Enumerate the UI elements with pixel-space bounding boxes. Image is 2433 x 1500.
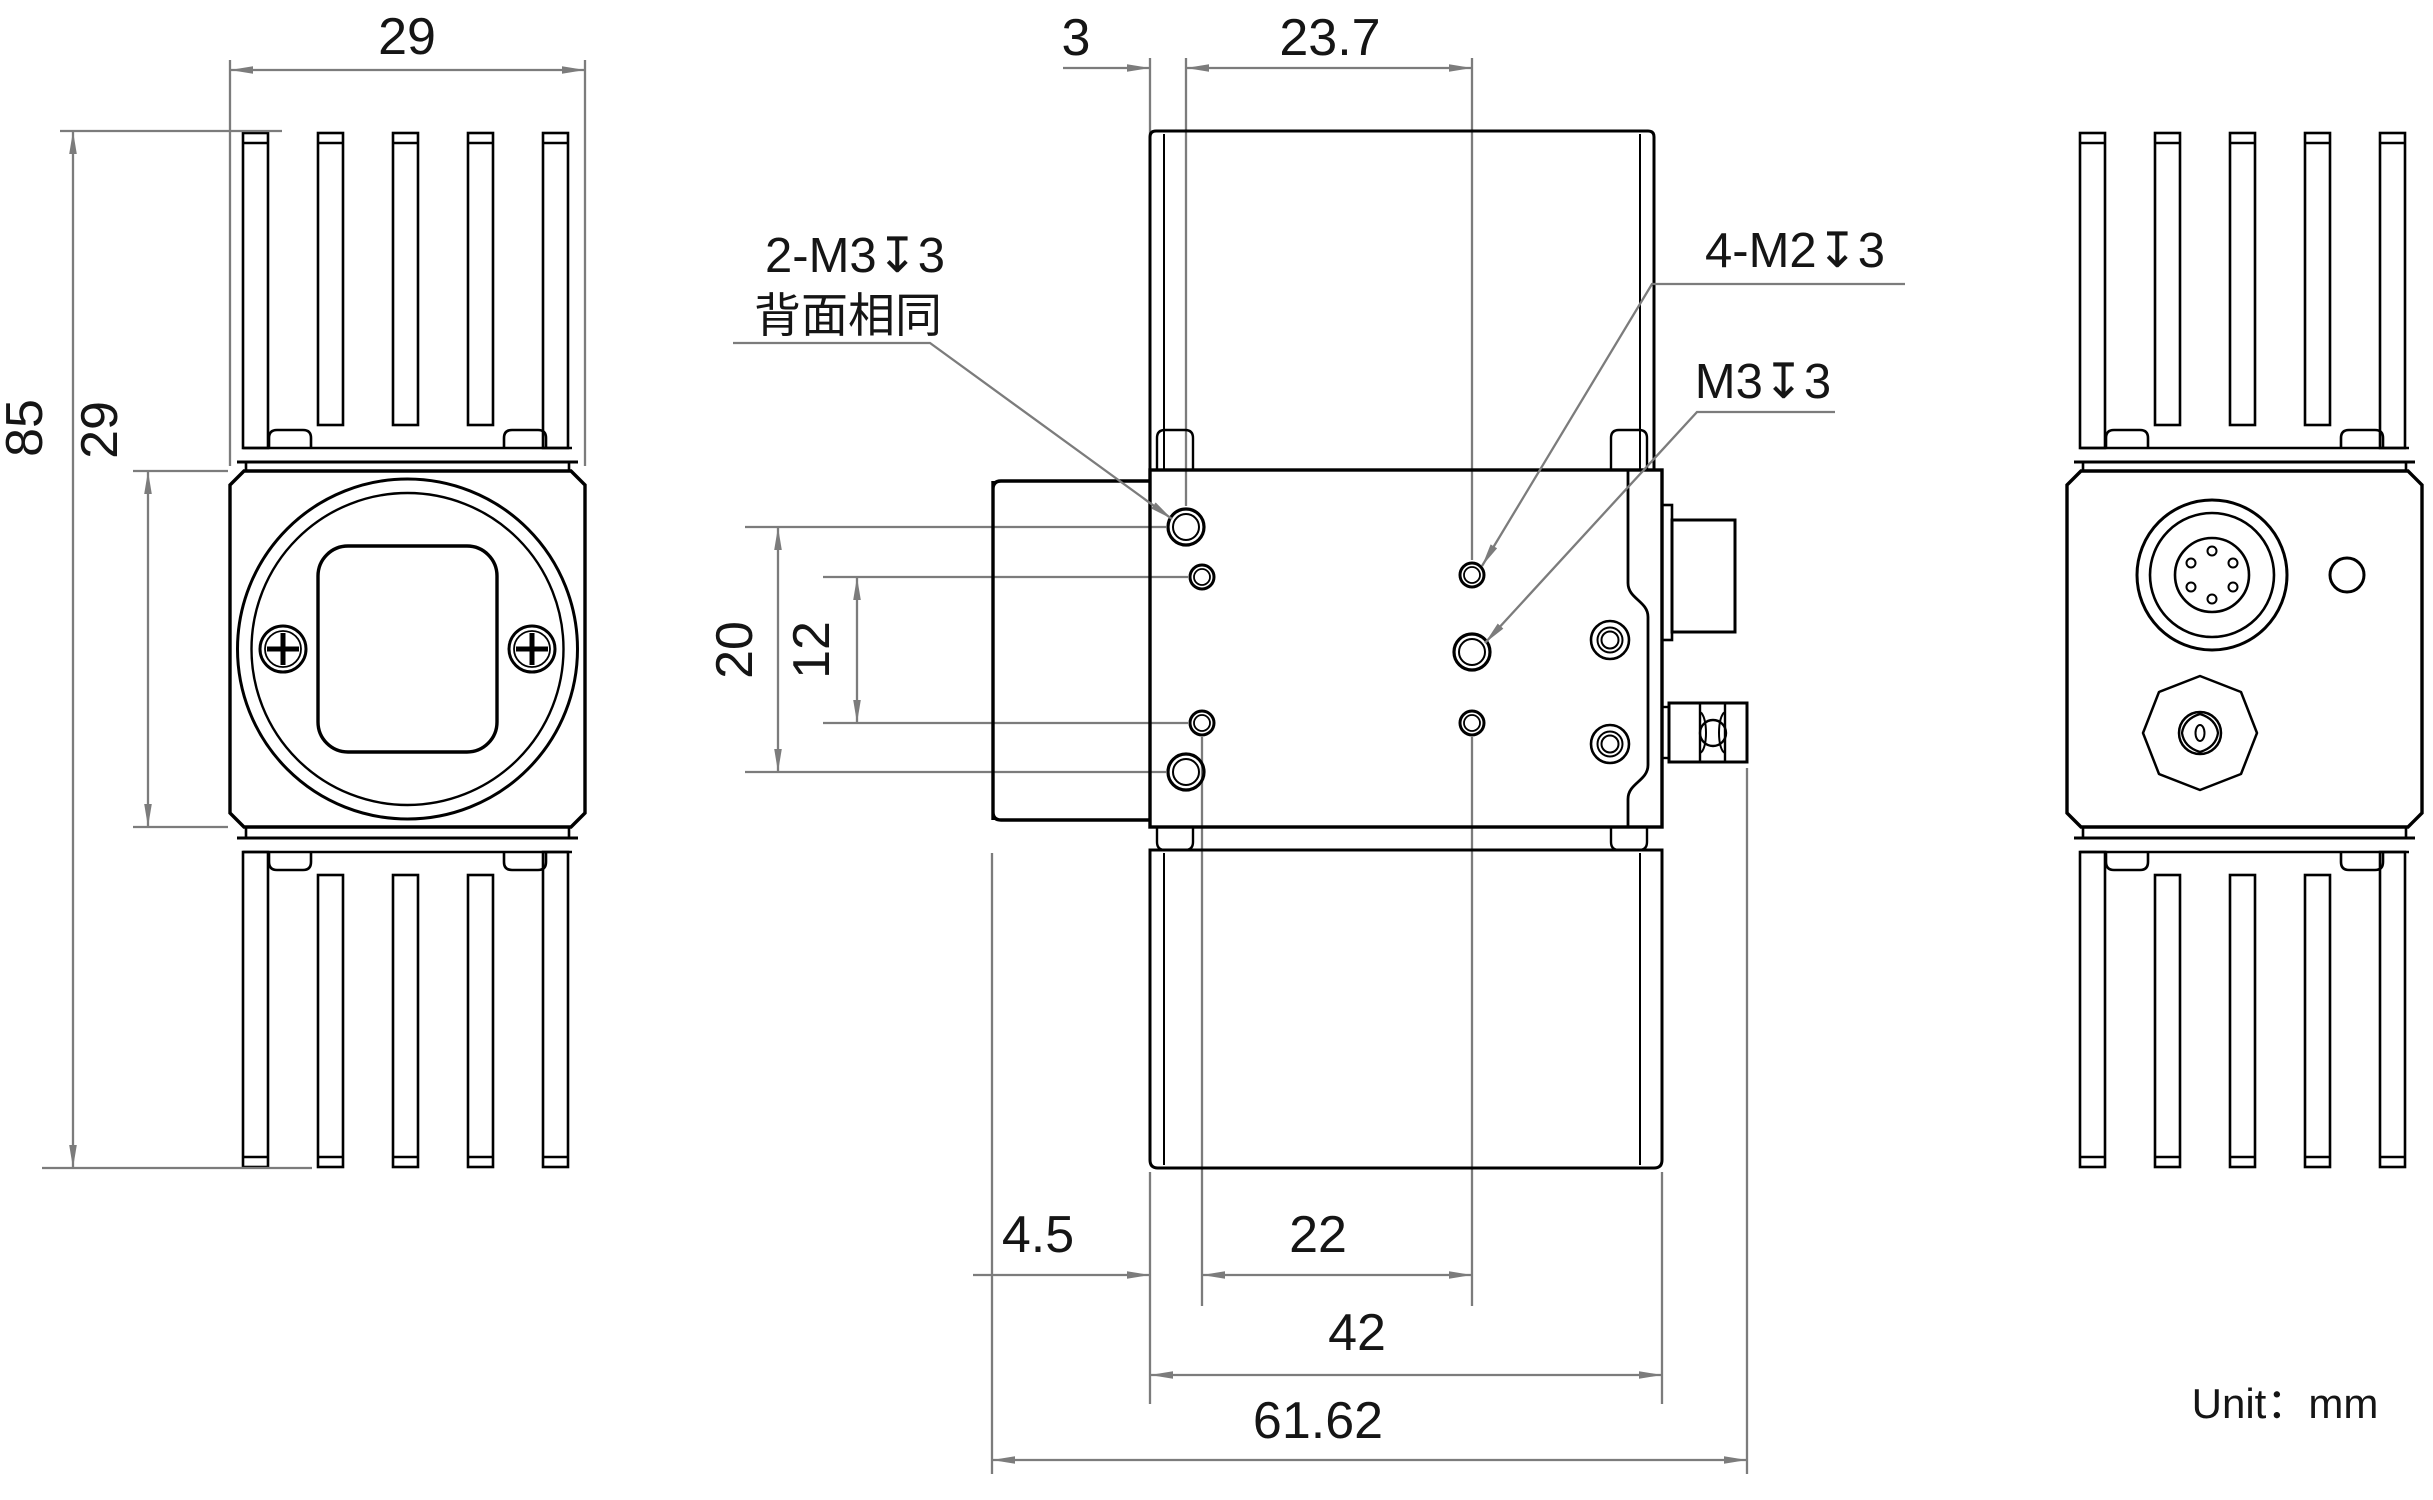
dim-front-offset: 4.5 — [1002, 1206, 1074, 1264]
side-view: 2-M3↧3 背面相同 4-M2↧3 M3↧3 3 23.7 20 12 4.5… — [706, 9, 1905, 1474]
mounting-holes — [1166, 507, 1492, 792]
side-labels: 2-M3↧3 背面相同 4-M2↧3 M3↧3 — [733, 224, 1905, 644]
dim-front-total-height: 85 — [0, 399, 54, 457]
lens-mount-outer-circle — [236, 477, 579, 821]
side-dimensions: 3 23.7 20 12 4.5 22 42 61.62 — [706, 9, 1747, 1464]
dim-m2-vertical-spacing: 12 — [783, 621, 841, 679]
rear-connector-side — [1660, 503, 1737, 642]
front-dimensions: 29 85 29 — [0, 8, 587, 1170]
dim-body-depth: 42 — [1328, 1304, 1386, 1362]
dim-edge-to-hole: 3 — [1062, 9, 1091, 67]
cable-clamp-side — [1660, 701, 1749, 764]
rear-bottom-heatsink — [2074, 827, 2415, 1169]
dim-m3-vertical-spacing: 20 — [706, 621, 764, 679]
lens-mount-inner-circle — [250, 491, 565, 807]
dim-hole-span-top: 23.7 — [1279, 9, 1380, 67]
front-screw-right — [507, 624, 557, 674]
side-top-heatsink — [1148, 129, 1656, 472]
front-top-heatsink — [237, 131, 578, 471]
sensor-window — [316, 544, 499, 754]
rear-top-heatsink — [2074, 131, 2415, 471]
dim-total-depth: 61.62 — [1253, 1392, 1383, 1450]
dim-front-width: 29 — [378, 8, 436, 66]
front-bottom-heatsink — [237, 827, 578, 1169]
front-body — [228, 469, 587, 829]
front-view: 29 85 29 — [0, 8, 587, 1170]
front-body-outline — [228, 469, 587, 829]
lens-barrel-block — [991, 479, 1150, 822]
side-body — [991, 468, 1749, 829]
unit-note: Unit：mm — [2192, 1380, 2379, 1427]
dim-front-body-height: 29 — [71, 401, 129, 459]
front-screw-left — [258, 624, 308, 674]
rear-screw-boss-bottom — [1589, 723, 1631, 765]
label-m3-pair-note: 背面相同 — [754, 289, 942, 342]
side-body-outline — [1148, 468, 1664, 829]
rear-body — [2065, 469, 2424, 829]
side-rear-step — [1626, 470, 1650, 827]
label-m3-center: M3↧3 — [1695, 355, 1831, 409]
rear-view — [2065, 131, 2424, 1169]
rear-screw-boss-top — [1589, 619, 1631, 661]
rear-body-outline — [2065, 469, 2424, 829]
leader-m3-center — [1484, 410, 1835, 644]
label-m2-quad: 4-M2↧3 — [1705, 224, 1885, 278]
label-m3-pair: 2-M3↧3 — [765, 229, 945, 283]
leader-m2-quad — [1481, 282, 1905, 567]
side-bottom-heatsink — [1148, 827, 1664, 1170]
status-led — [2328, 556, 2366, 594]
power-io-connector — [2135, 498, 2289, 652]
rear-thumbscrew — [2141, 674, 2259, 792]
dim-hole-span-bottom: 22 — [1289, 1206, 1347, 1264]
leader-m3-pair — [733, 341, 1173, 520]
